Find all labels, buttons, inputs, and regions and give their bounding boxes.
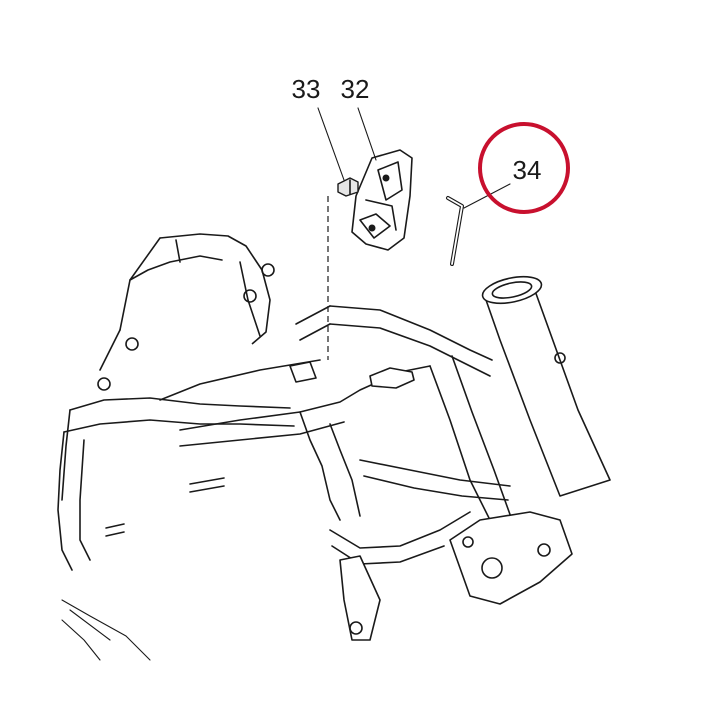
callout-34: 34 [513, 155, 542, 185]
frame-assembly [57, 233, 611, 661]
leader-34 [463, 183, 511, 209]
head-tube [481, 275, 611, 497]
part-33-bolt [337, 177, 359, 197]
callout-33: 33 [292, 74, 321, 104]
callout-32: 32 [341, 74, 370, 104]
highlight-circle [478, 122, 570, 214]
leader-lines [317, 107, 511, 360]
leader-33 [317, 107, 345, 181]
part-32-bracket [351, 149, 413, 251]
leader-32 [357, 107, 377, 161]
part-34-pin [446, 196, 464, 266]
